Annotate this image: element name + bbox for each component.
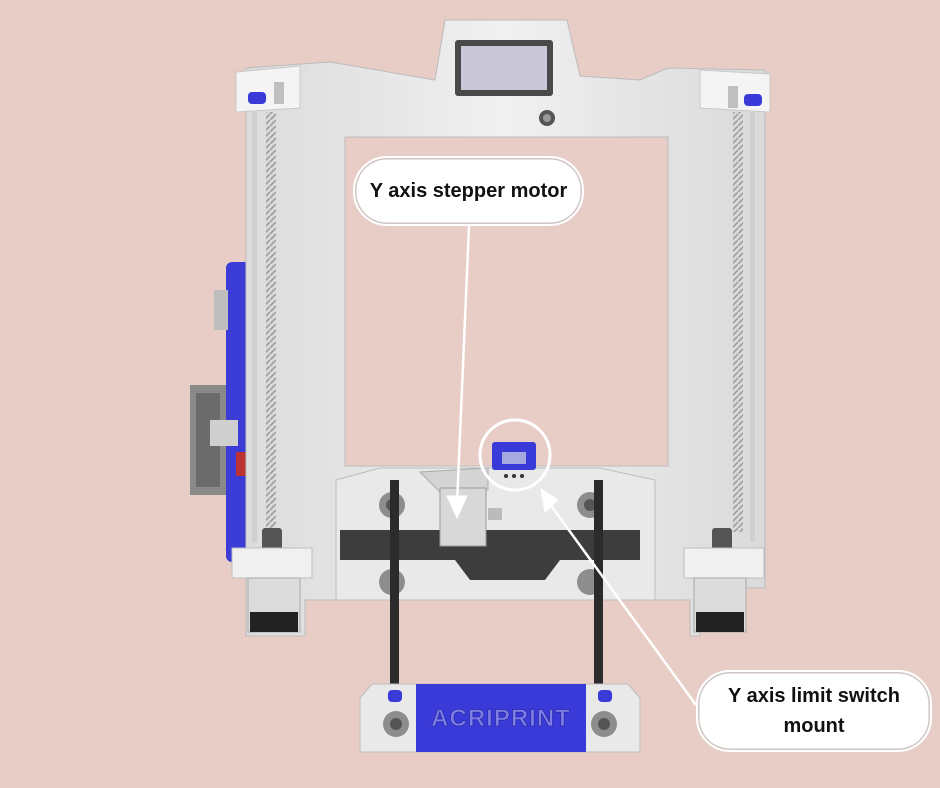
- limit-switch-arrow: [540, 487, 698, 706]
- limit-switch-label-line2: mount: [783, 715, 845, 737]
- top-right-bracket: [699, 69, 771, 113]
- left-smooth-rod: [252, 112, 257, 542]
- right-lead-screw: [733, 112, 743, 532]
- y-limit-switch-mount: [492, 442, 536, 478]
- motor-arrow: [446, 225, 471, 520]
- front-end-plate: ACRIPRINT: [359, 683, 641, 753]
- limit-switch-label-line1: Y axis limit switch: [728, 685, 900, 707]
- limit-switch-callout: Y axis limit switch mount: [696, 670, 932, 752]
- lcd-screen: [455, 40, 553, 96]
- y-rod-right: [594, 480, 603, 690]
- right-smooth-rod: [750, 112, 755, 542]
- logo-text: ACRIPRINT: [431, 705, 571, 732]
- logo-plate: [416, 684, 586, 752]
- y-rod-left: [390, 480, 399, 690]
- left-lead-screw: [266, 112, 276, 532]
- top-left-bracket: [235, 65, 301, 113]
- limit-switch-highlight: [478, 418, 552, 492]
- stepper-motor-callout: Y axis stepper motor: [353, 156, 584, 226]
